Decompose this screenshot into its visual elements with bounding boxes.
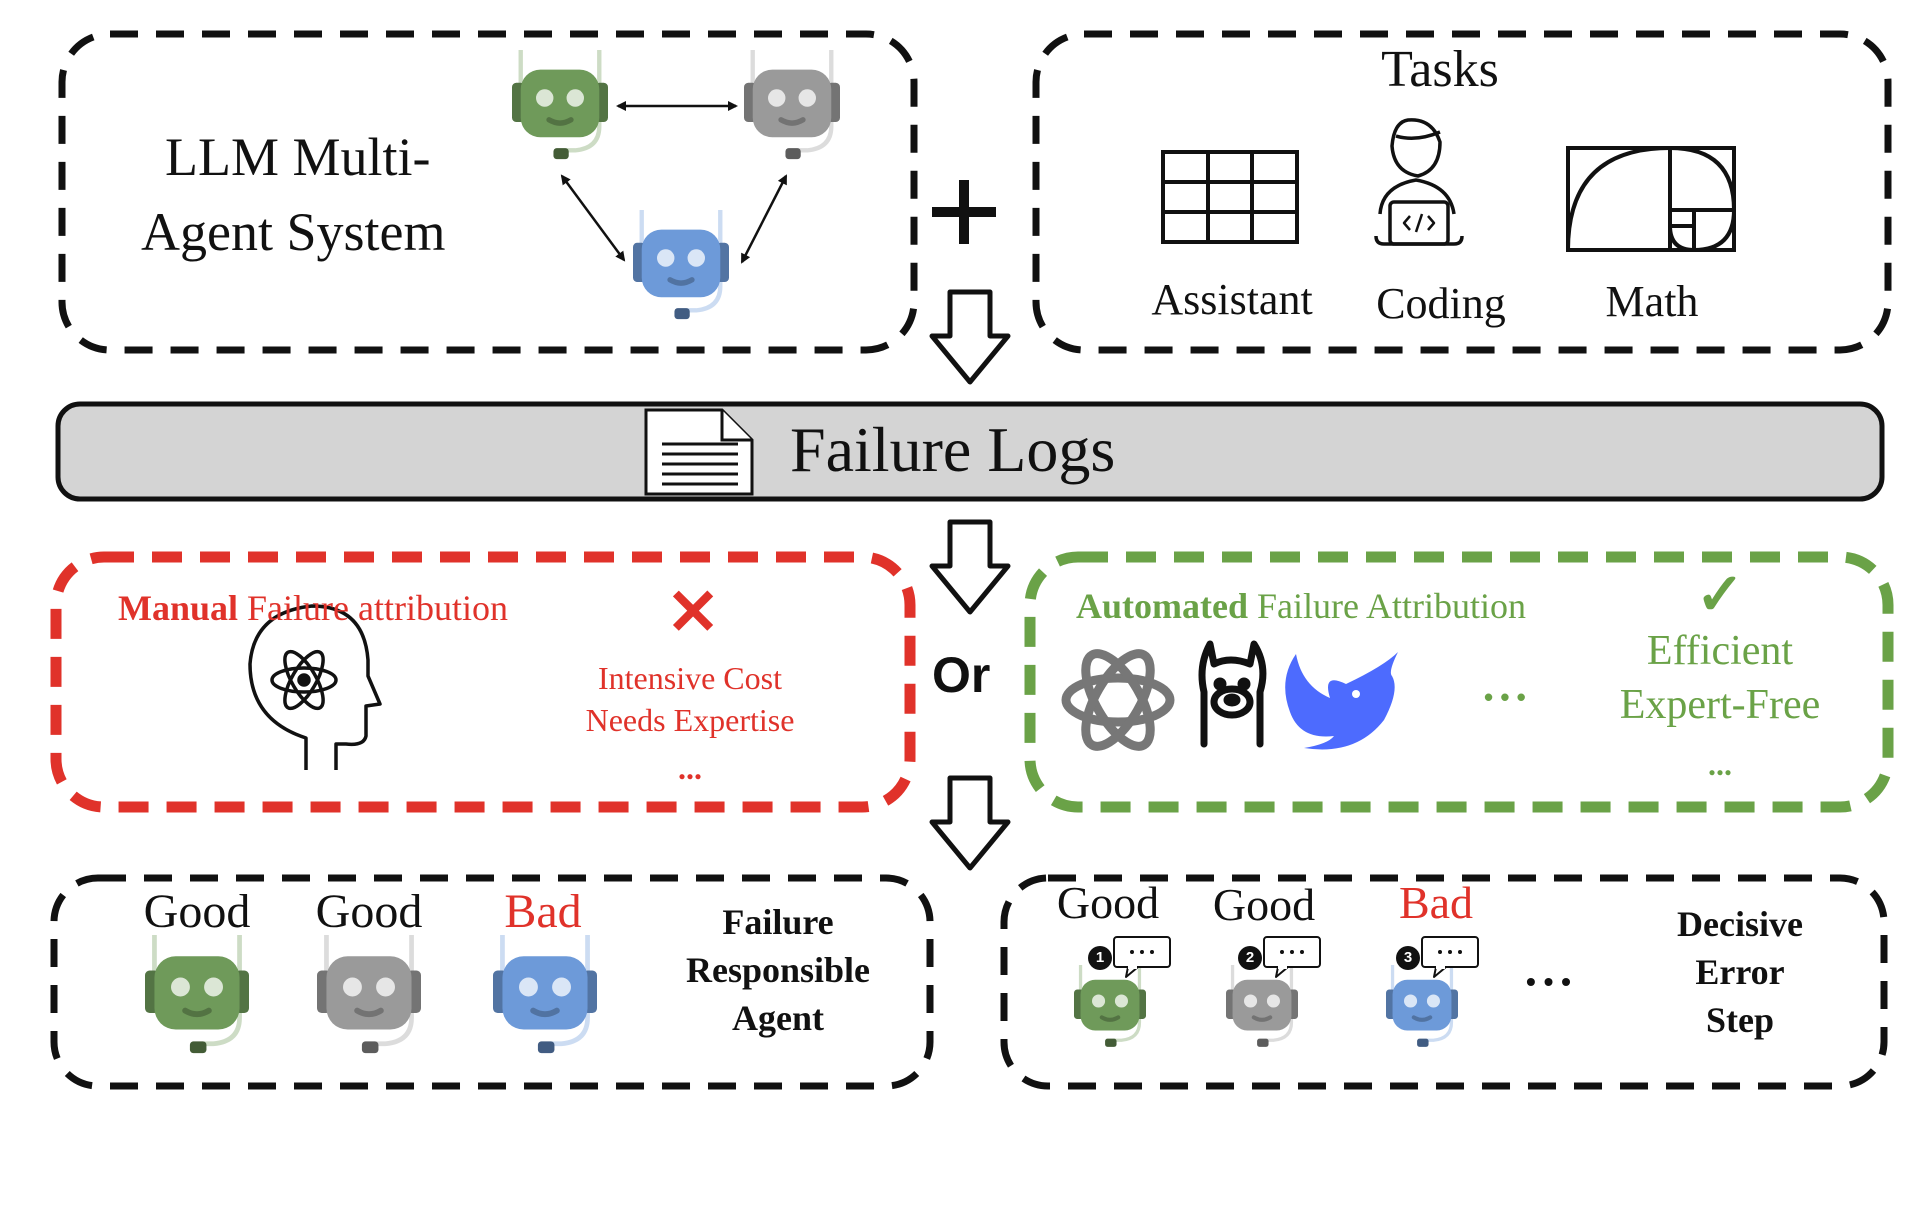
step-caption-line1: Decisive <box>1677 904 1803 944</box>
manual-panel-border <box>50 551 916 813</box>
openai-logo-icon <box>1061 649 1175 751</box>
or-label: Or <box>932 647 991 703</box>
tasks-panel-border <box>1032 30 1892 354</box>
agent-label-2: Good <box>315 885 423 938</box>
step-caption-line2: Error <box>1695 952 1785 992</box>
automated-point-2: Expert-Free <box>1619 682 1821 728</box>
result-green-robot-icon <box>145 935 249 1053</box>
llama-logo-icon <box>1198 640 1267 748</box>
down-arrow-2-icon <box>929 519 1011 615</box>
mas-panel-border <box>58 30 918 354</box>
step-gray-robot-icon <box>1226 965 1298 1047</box>
agent-caption-line2: Responsible <box>685 950 871 990</box>
step-green-robot-icon <box>1074 965 1146 1047</box>
task-math-label: Math <box>1605 277 1699 326</box>
manual-title-rest: Failure attribution <box>238 588 508 628</box>
golden-spiral-icon <box>1566 145 1737 253</box>
failure-logs-label: Failure Logs <box>790 414 1116 485</box>
tasks-title: Tasks <box>1381 41 1499 98</box>
failure-logs-bar <box>55 401 1885 502</box>
mas-title-line1: LLM Multi- <box>165 127 431 187</box>
grid-table-icon <box>1161 150 1299 244</box>
person-laptop-code-icon <box>1374 118 1464 246</box>
deepseek-whale-icon <box>1285 652 1398 750</box>
automated-ellipsis: • • • <box>1484 682 1526 712</box>
step-result-panel-border <box>1000 874 1888 1090</box>
blue-robot-icon <box>633 210 729 319</box>
result-blue-robot-icon <box>493 935 597 1053</box>
step-ellipsis: • • • <box>1526 966 1571 997</box>
step-label-1: Good <box>1056 877 1160 928</box>
check-mark-icon: ✓ <box>1695 562 1745 627</box>
result-gray-robot-icon <box>317 935 421 1053</box>
step-1-badge <box>1088 946 1112 970</box>
down-arrow-3-icon <box>929 775 1011 871</box>
step-number-2: 2 <box>1245 949 1255 966</box>
manual-title: Manual Failure attribution <box>118 590 508 626</box>
task-coding-label: Coding <box>1376 279 1506 328</box>
step-number-1: 1 <box>1095 949 1105 966</box>
agent-caption-line3: Agent <box>732 998 824 1038</box>
step-blue-robot-icon <box>1386 965 1458 1047</box>
automated-title: Automated Failure Attribution <box>1076 588 1526 624</box>
down-arrow-1-icon <box>929 289 1011 385</box>
manual-point-ellipsis: ... <box>678 750 702 786</box>
green-robot-icon <box>512 50 608 159</box>
automated-title-bold: Automated <box>1076 586 1248 626</box>
step-caption-line3: Step <box>1705 1000 1775 1040</box>
step-label-3-bad: Bad <box>1398 877 1474 928</box>
automated-point-ellipsis: ... <box>1708 746 1732 782</box>
mas-title-line2: Agent System <box>141 202 446 262</box>
task-assistant-label: Assistant <box>1151 275 1313 324</box>
agent-caption-line1: Failure <box>722 902 834 942</box>
manual-point-2: Needs Expertise <box>585 702 795 738</box>
automated-title-rest: Failure Attribution <box>1247 586 1526 626</box>
plus-vertical <box>959 180 969 244</box>
head-atom-icon <box>248 604 382 770</box>
cross-mark-icon: ✕ <box>666 576 720 648</box>
arrow-gray-blue <box>740 174 788 264</box>
step-3-badge <box>1396 946 1420 970</box>
arrow-green-blue <box>560 174 626 262</box>
automated-point-1: Efficient <box>1646 628 1794 674</box>
agent-result-panel-border <box>50 874 934 1090</box>
agent-label-3-bad: Bad <box>504 885 582 938</box>
document-icon <box>644 408 754 496</box>
step-number-3: 3 <box>1403 949 1413 966</box>
step-1-bubble-icon <box>1113 936 1171 978</box>
gray-robot-icon <box>744 50 840 159</box>
manual-point-1: Intensive Cost <box>598 660 782 696</box>
step-label-2: Good <box>1212 879 1316 930</box>
step-2-badge <box>1238 946 1262 970</box>
automated-panel-border <box>1024 551 1894 813</box>
manual-title-bold: Manual <box>118 588 239 628</box>
agent-label-1: Good <box>143 885 251 938</box>
